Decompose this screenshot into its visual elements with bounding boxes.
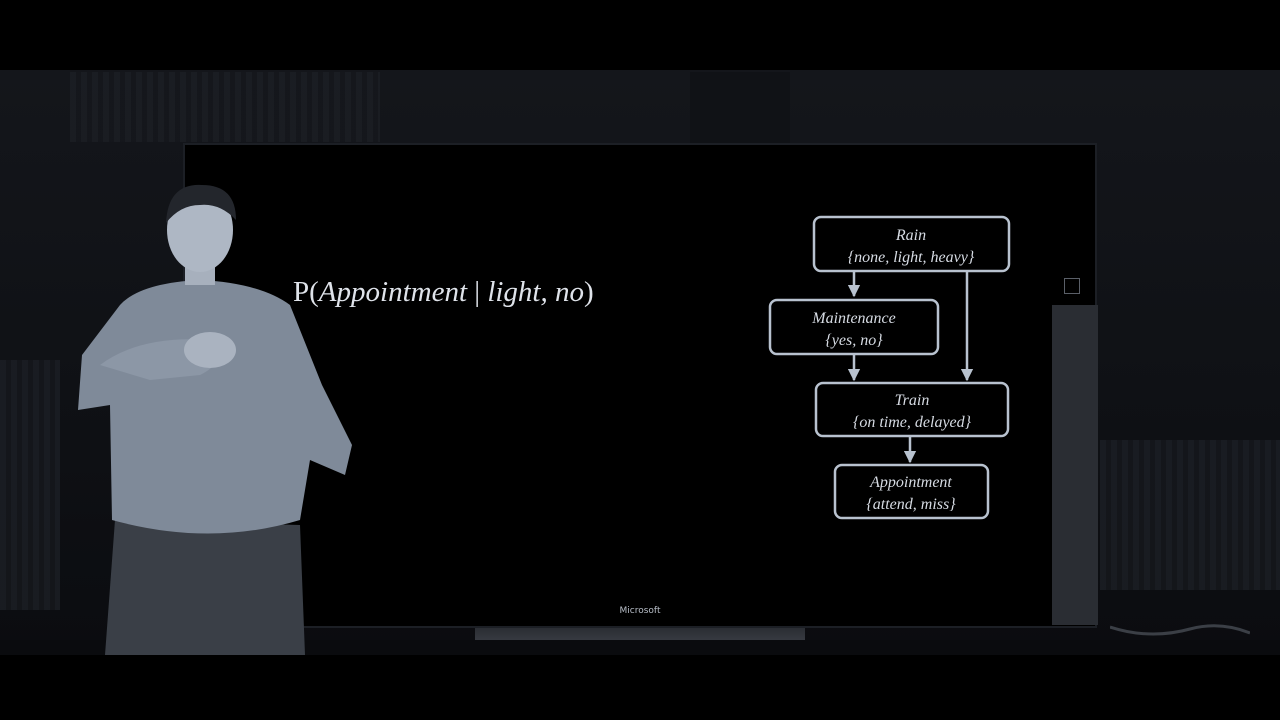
presenter-legs (105, 520, 305, 655)
node-maintenance-values: {yes, no} (825, 332, 883, 349)
node-rain-box (812, 215, 1011, 273)
screen-side-panel (1052, 305, 1098, 625)
floor-cables (1110, 624, 1250, 636)
formula-variable: Appointment (318, 276, 467, 308)
formula-p: P( (293, 276, 319, 308)
presenter-figure (78, 184, 352, 655)
node-rain-title: Rain (895, 227, 926, 244)
brand-label: Microsoft (619, 606, 661, 616)
node-train-values: {on time, delayed} (853, 414, 972, 431)
node-maintenance-title: Maintenance (811, 310, 896, 327)
bookshelf-left (70, 72, 380, 142)
bookshelf-right (1100, 440, 1280, 590)
node-rain: Rain {none, light, heavy} (812, 215, 1011, 273)
presenter-hair (166, 184, 236, 223)
node-appointment-box (833, 463, 990, 520)
formula-bar: | (467, 276, 488, 308)
node-appointment: Appointment {attend, miss} (833, 463, 990, 520)
node-maintenance-box (768, 298, 940, 356)
node-maintenance: Maintenance {yes, no} (768, 298, 940, 356)
node-train-title: Train (895, 392, 930, 409)
node-train-box (814, 381, 1010, 438)
presenter-head (167, 188, 233, 272)
panel-square-icon (1064, 278, 1080, 294)
presenter-hands (184, 332, 236, 368)
presentation-screen (183, 143, 1097, 628)
node-train: Train {on time, delayed} (814, 381, 1010, 438)
formula-close: ) (583, 276, 594, 308)
node-appointment-title: Appointment (869, 474, 952, 491)
formula-given: light, no (487, 276, 584, 308)
presenter-torso (78, 280, 352, 534)
floor (0, 640, 1280, 655)
probability-formula: P(Appointment | light, no) (293, 276, 594, 309)
node-rain-values: {none, light, heavy} (848, 249, 975, 266)
bookshelf-far-left (0, 360, 60, 610)
room-pillar (690, 72, 790, 144)
node-appointment-values: {attend, miss} (866, 496, 956, 513)
